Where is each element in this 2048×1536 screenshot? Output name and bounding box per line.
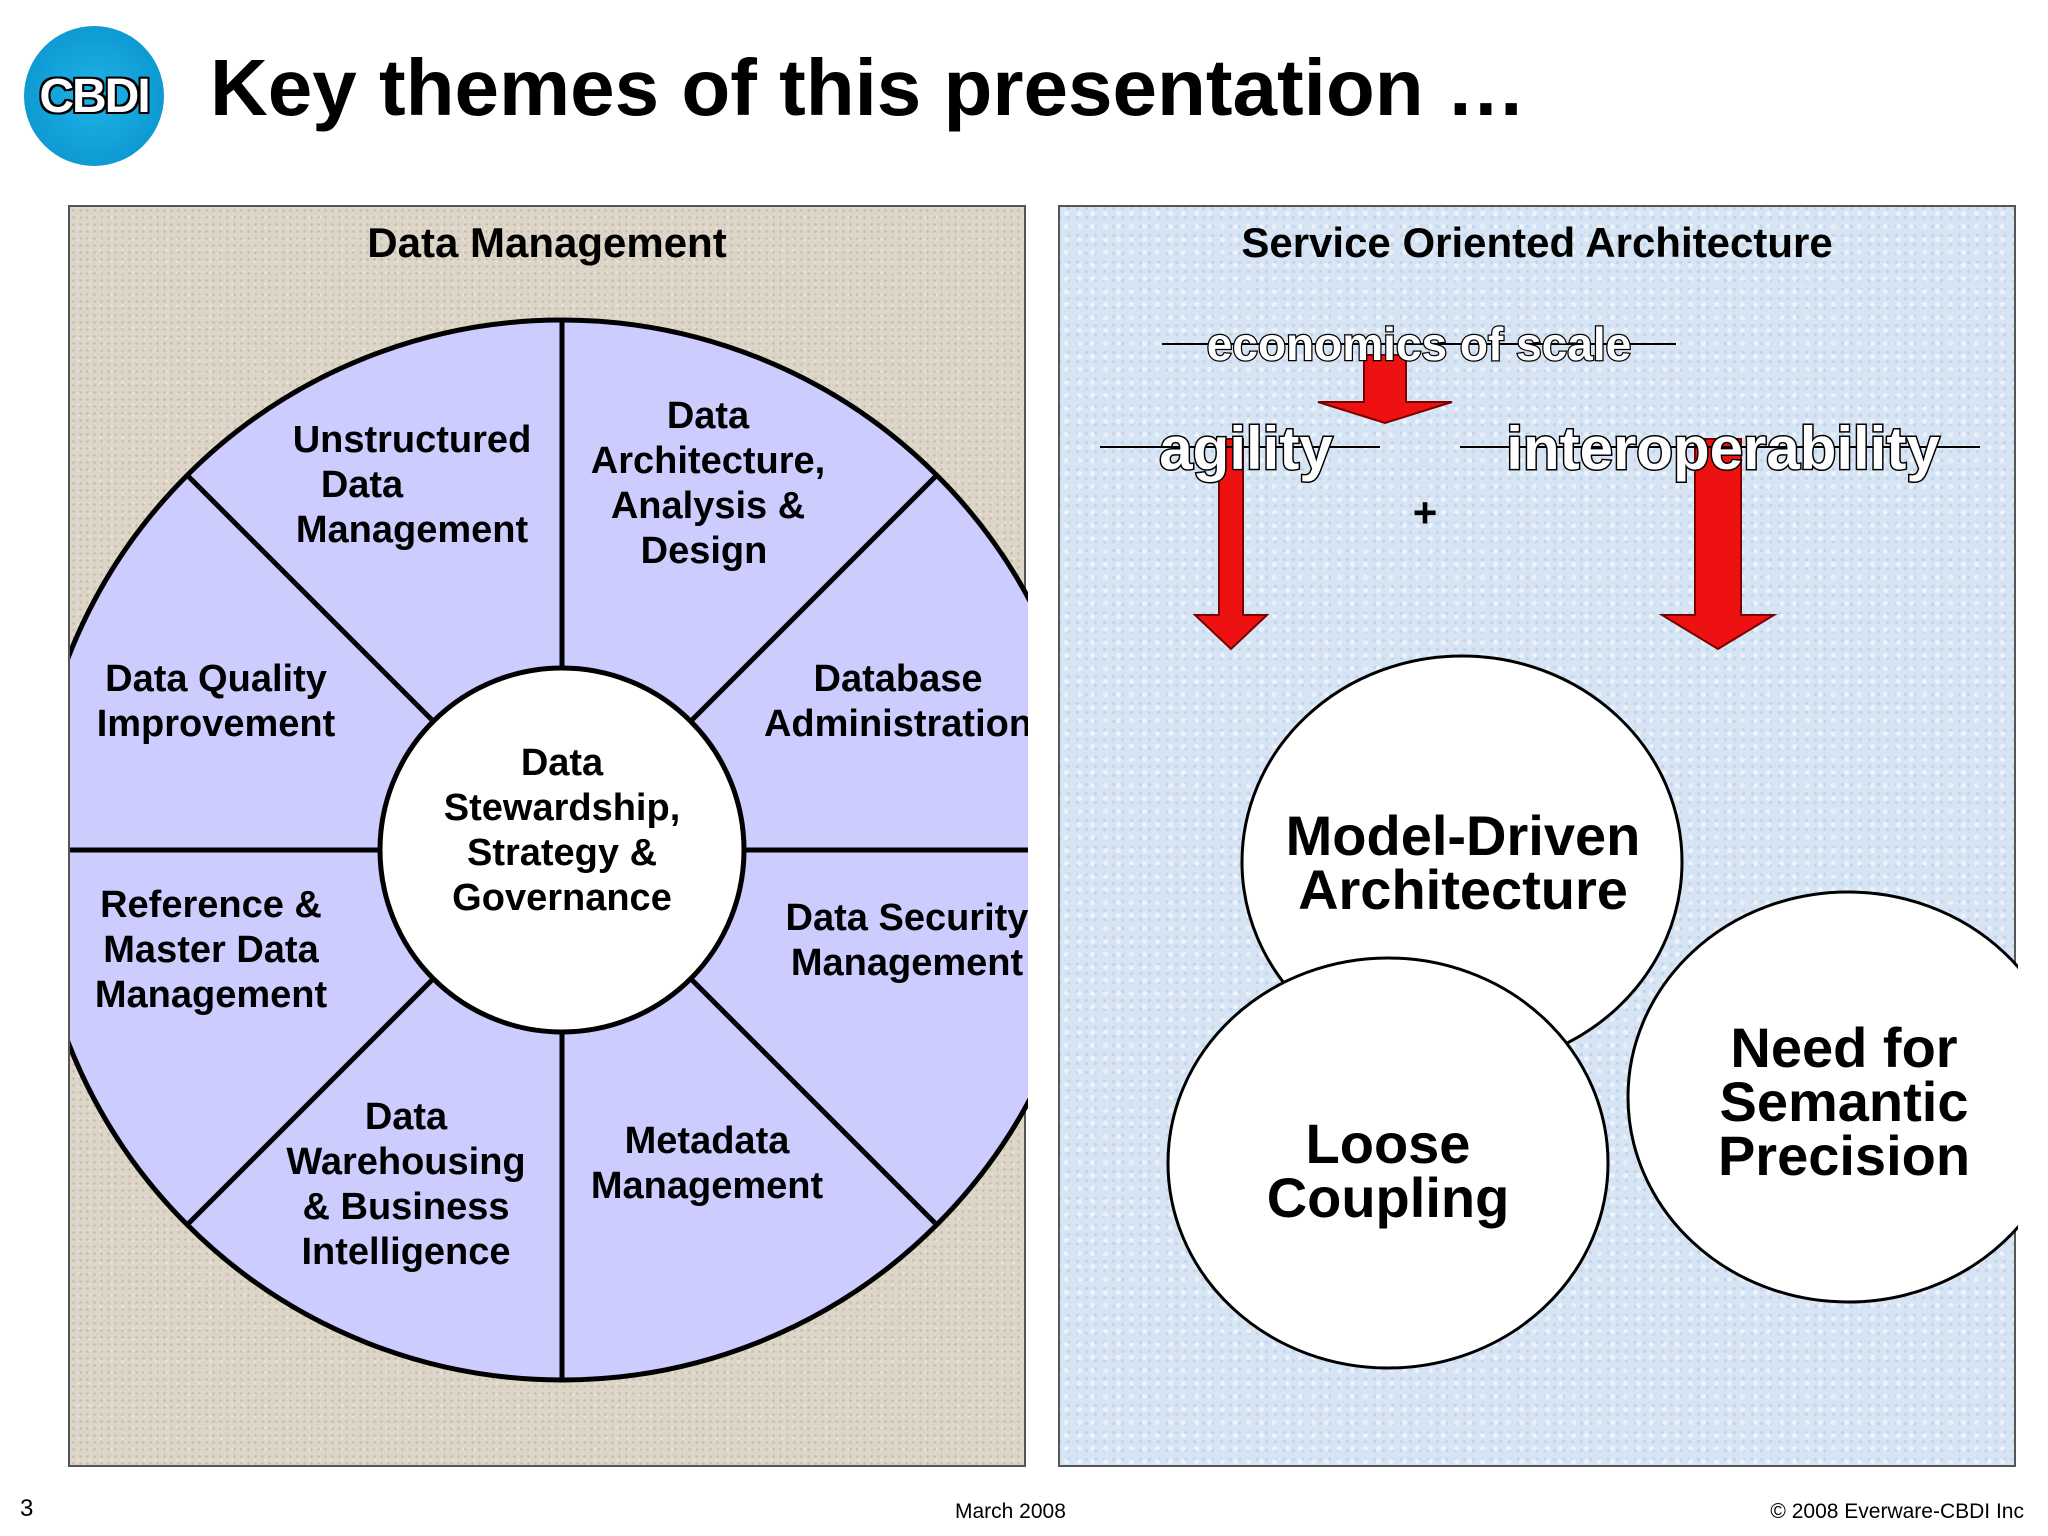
segment-database-administration: Database Administration [764, 658, 1028, 745]
svg-text:Governance: Governance [452, 877, 672, 919]
soa-panel: Service Oriented Architecture economics … [1058, 205, 2018, 1467]
svg-text:Administration: Administration [764, 703, 1028, 745]
page-number: 3 [20, 1495, 34, 1522]
arrow-economics-down [1317, 354, 1453, 425]
circle-loose-coupling [1166, 956, 1610, 1370]
semantic-precision-label: Need for Semantic Precision [1718, 1016, 1970, 1187]
svg-text:Management: Management [296, 509, 529, 551]
svg-text:& Business: & Business [303, 1186, 510, 1228]
segment-reference-master-data: Reference & Master Data Management [95, 884, 328, 1016]
svg-text:Management: Management [95, 974, 328, 1016]
loose-coupling-label: Loose Coupling [1267, 1112, 1510, 1229]
svg-text:agility: agility [1159, 415, 1333, 482]
wheel-center-label: Data Stewardship, Strategy & Governance [444, 742, 681, 919]
svg-text:Analysis &: Analysis & [611, 485, 805, 527]
svg-text:Model-Driven: Model-Driven [1286, 804, 1641, 867]
cbdi-logo: CBDI [24, 26, 164, 166]
segment-data-quality: Data Quality Improvement [97, 658, 336, 745]
segment-data-warehousing: Data Warehousing & Business Intelligence [286, 1096, 525, 1273]
soa-diagram: economics of scale agility interoperabil… [1100, 317, 2018, 1370]
svg-text:Data: Data [521, 742, 604, 784]
footer-copyright: © 2008 Everware-CBDI Inc [1770, 1500, 2024, 1523]
page-title: Key themes of this presentation … [210, 43, 1526, 132]
svg-text:Database: Database [814, 658, 983, 700]
arrow-agility-down [1192, 438, 1270, 651]
data-management-title: Data Management [367, 219, 727, 266]
circle-semantic-precision [1626, 890, 2018, 1304]
svg-text:Warehousing: Warehousing [286, 1141, 525, 1183]
logo-text: CBDI [39, 69, 150, 123]
svg-text:Architecture: Architecture [1298, 858, 1628, 921]
plus-sign: + [1413, 489, 1438, 536]
svg-text:Master Data: Master Data [103, 929, 319, 971]
svg-text:Precision: Precision [1718, 1124, 1970, 1187]
svg-text:Need for: Need for [1730, 1016, 1957, 1079]
segment-data-security: Data Security Management [786, 897, 1028, 984]
data-management-wheel: Data Stewardship, Strategy & Governance … [70, 317, 1028, 1383]
svg-text:Improvement: Improvement [97, 703, 336, 745]
segment-metadata-management: Metadata Management [591, 1120, 824, 1207]
economics-of-scale-label: economics of scale [1162, 317, 1676, 371]
svg-text:Intelligence: Intelligence [301, 1231, 510, 1273]
svg-text:Unstructured: Unstructured [293, 419, 532, 461]
svg-text:Data Quality: Data Quality [105, 658, 327, 700]
svg-text:Data Security: Data Security [786, 897, 1028, 939]
svg-text:interoperability: interoperability [1506, 415, 1940, 482]
segment-data-architecture: Data Architecture, Analysis & Design [591, 395, 825, 572]
svg-text:Reference &: Reference & [100, 884, 322, 926]
segment-unstructured-data: Unstructured Data Management [293, 419, 532, 551]
wheel-center [377, 665, 747, 1035]
svg-text:Management: Management [791, 942, 1024, 984]
agility-label: agility [1100, 414, 1380, 484]
svg-text:Data: Data [667, 395, 750, 437]
svg-text:Data: Data [365, 1096, 448, 1138]
svg-text:economics of scale: economics of scale [1207, 318, 1631, 370]
model-driven-label: Model-Driven Architecture [1286, 804, 1641, 921]
svg-text:Strategy &: Strategy & [467, 832, 657, 874]
svg-text:Metadata: Metadata [625, 1120, 791, 1162]
footer-date: March 2008 [955, 1500, 1066, 1523]
svg-text:Coupling: Coupling [1267, 1166, 1510, 1229]
svg-text:Design: Design [641, 530, 768, 572]
interoperability-label: interoperability [1460, 414, 1980, 484]
svg-text:Architecture,: Architecture, [591, 440, 825, 482]
soa-title: Service Oriented Architecture [1241, 219, 1833, 266]
arrow-interoperability-down [1658, 438, 1778, 651]
svg-text:Data: Data [321, 464, 404, 506]
svg-text:Stewardship,: Stewardship, [444, 787, 681, 829]
data-management-panel: Data Management Data Stewardship, Strate… [68, 205, 1028, 1467]
svg-text:Loose: Loose [1306, 1112, 1471, 1175]
svg-text:Semantic: Semantic [1720, 1070, 1969, 1133]
svg-text:Management: Management [591, 1165, 824, 1207]
